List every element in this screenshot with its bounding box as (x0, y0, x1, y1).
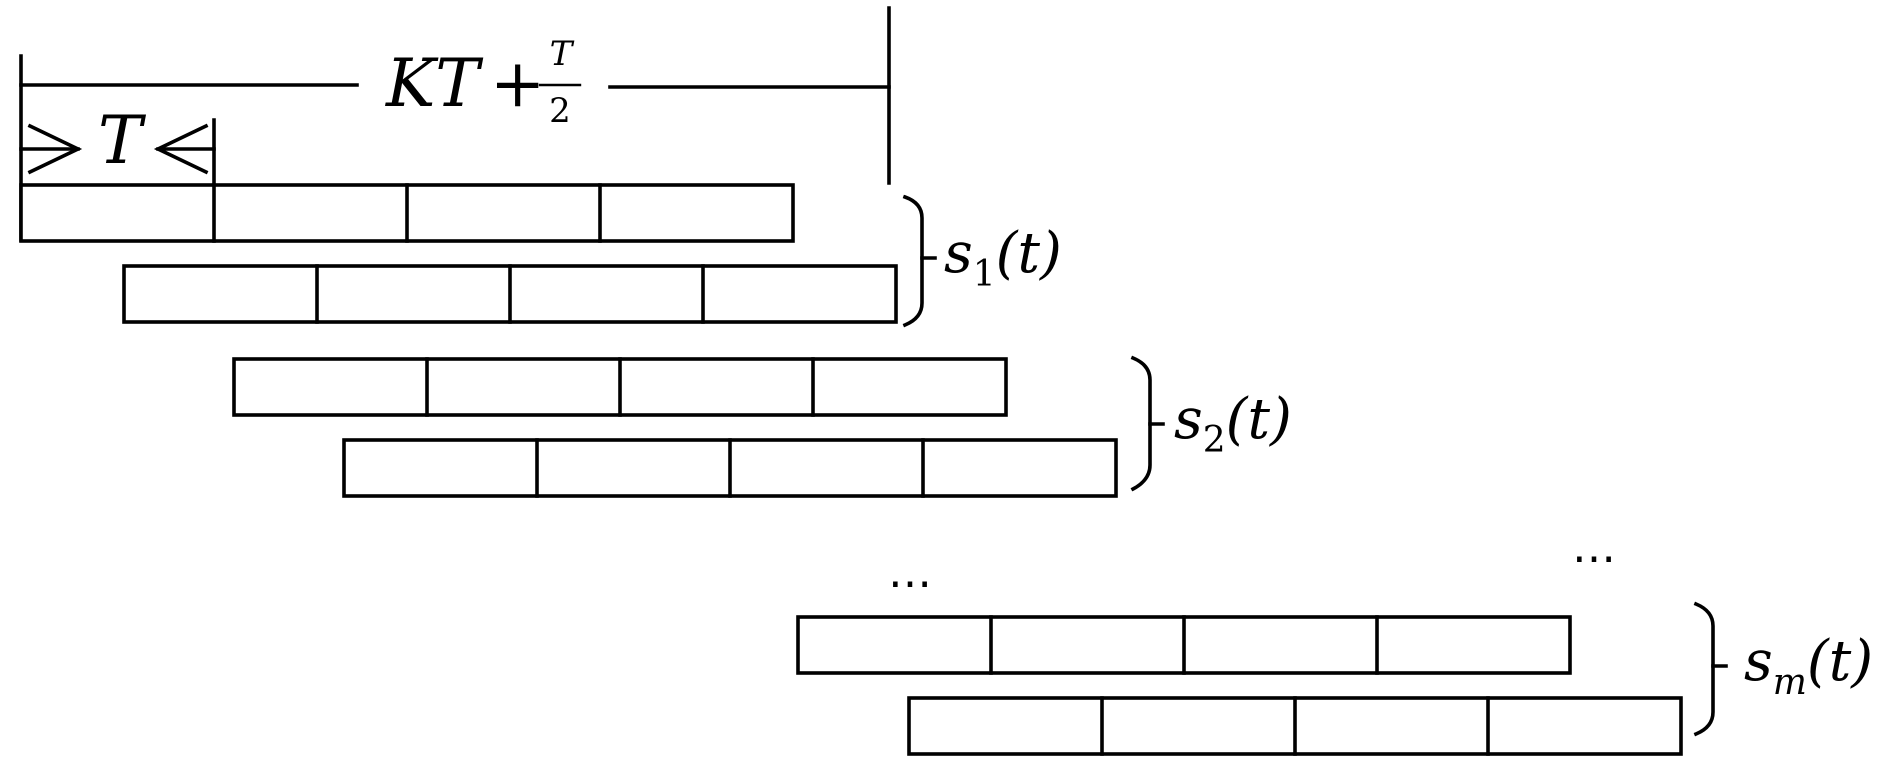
signal-2-brace (1130, 355, 1152, 492)
signal-2-label: s2(t) (1174, 387, 1292, 461)
signal-1-group: s1(t) (19, 183, 1062, 328)
duration-main-label: KT (385, 45, 484, 122)
duration-fraction-numerator: T (550, 34, 575, 74)
duration-plus-sign: + (490, 45, 545, 122)
ellipsis-left: ⋯ (888, 558, 932, 609)
signal-m-row-b (907, 696, 1683, 756)
period-label: T (98, 102, 147, 179)
signal-m-group: sm(t) (796, 601, 1873, 756)
signal-2-row-a (232, 357, 1008, 417)
signal-m-brace (1693, 601, 1715, 737)
signal-1-row-a (19, 183, 795, 243)
period-arrow-left-head (27, 123, 83, 175)
period-arrow-right-head (153, 123, 209, 175)
signal-1-brace (902, 194, 924, 328)
ellipsis-right: ⋯ (1572, 533, 1616, 584)
signal-1-row-b (122, 264, 898, 324)
signal-m-label: sm(t) (1744, 629, 1873, 703)
duration-fraction-denominator: 2 (549, 91, 571, 131)
signal-2-group: s2(t) (232, 355, 1292, 498)
signal-1-label: s1(t) (944, 221, 1062, 295)
signal-2-row-b (342, 438, 1118, 498)
total-duration-dimension: KT + T 2 (19, 6, 891, 242)
signal-m-row-a (796, 615, 1572, 675)
